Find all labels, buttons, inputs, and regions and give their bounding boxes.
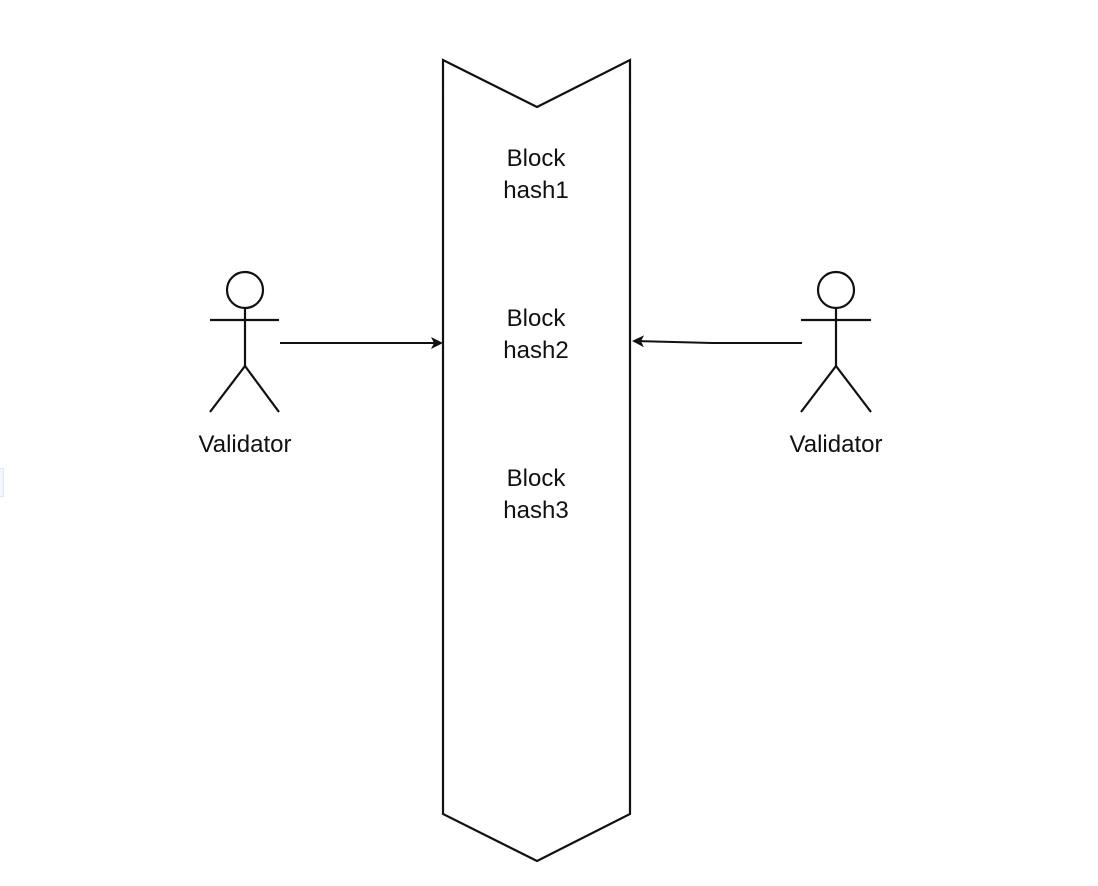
actor-right-leg xyxy=(244,365,280,413)
right-validator-arrow[interactable] xyxy=(632,335,802,348)
actor-head xyxy=(225,270,265,310)
block-2-line2: hash2 xyxy=(503,337,568,364)
block-3-line2: hash3 xyxy=(503,497,568,524)
block-2-line1: Block xyxy=(507,305,567,332)
actor-left-leg xyxy=(800,365,837,413)
block-3[interactable]: Block hash3 xyxy=(503,465,568,524)
block-1-line2: hash1 xyxy=(503,177,568,204)
right-validator-label: Validator xyxy=(790,431,883,458)
block-2[interactable]: Block hash2 xyxy=(503,305,568,364)
actor-right-leg xyxy=(835,365,872,413)
blockchain-band[interactable] xyxy=(441,58,632,863)
actor-left-leg xyxy=(209,365,246,413)
block-3-line1: Block xyxy=(507,465,567,492)
right-validator-actor[interactable] xyxy=(800,270,872,413)
left-validator-actor[interactable] xyxy=(209,270,280,413)
block-1-line1: Block xyxy=(507,145,567,172)
actor-head xyxy=(816,270,856,310)
left-validator-label: Validator xyxy=(199,431,292,458)
block-1[interactable]: Block hash1 xyxy=(503,145,568,204)
edge-artifact xyxy=(0,468,4,497)
